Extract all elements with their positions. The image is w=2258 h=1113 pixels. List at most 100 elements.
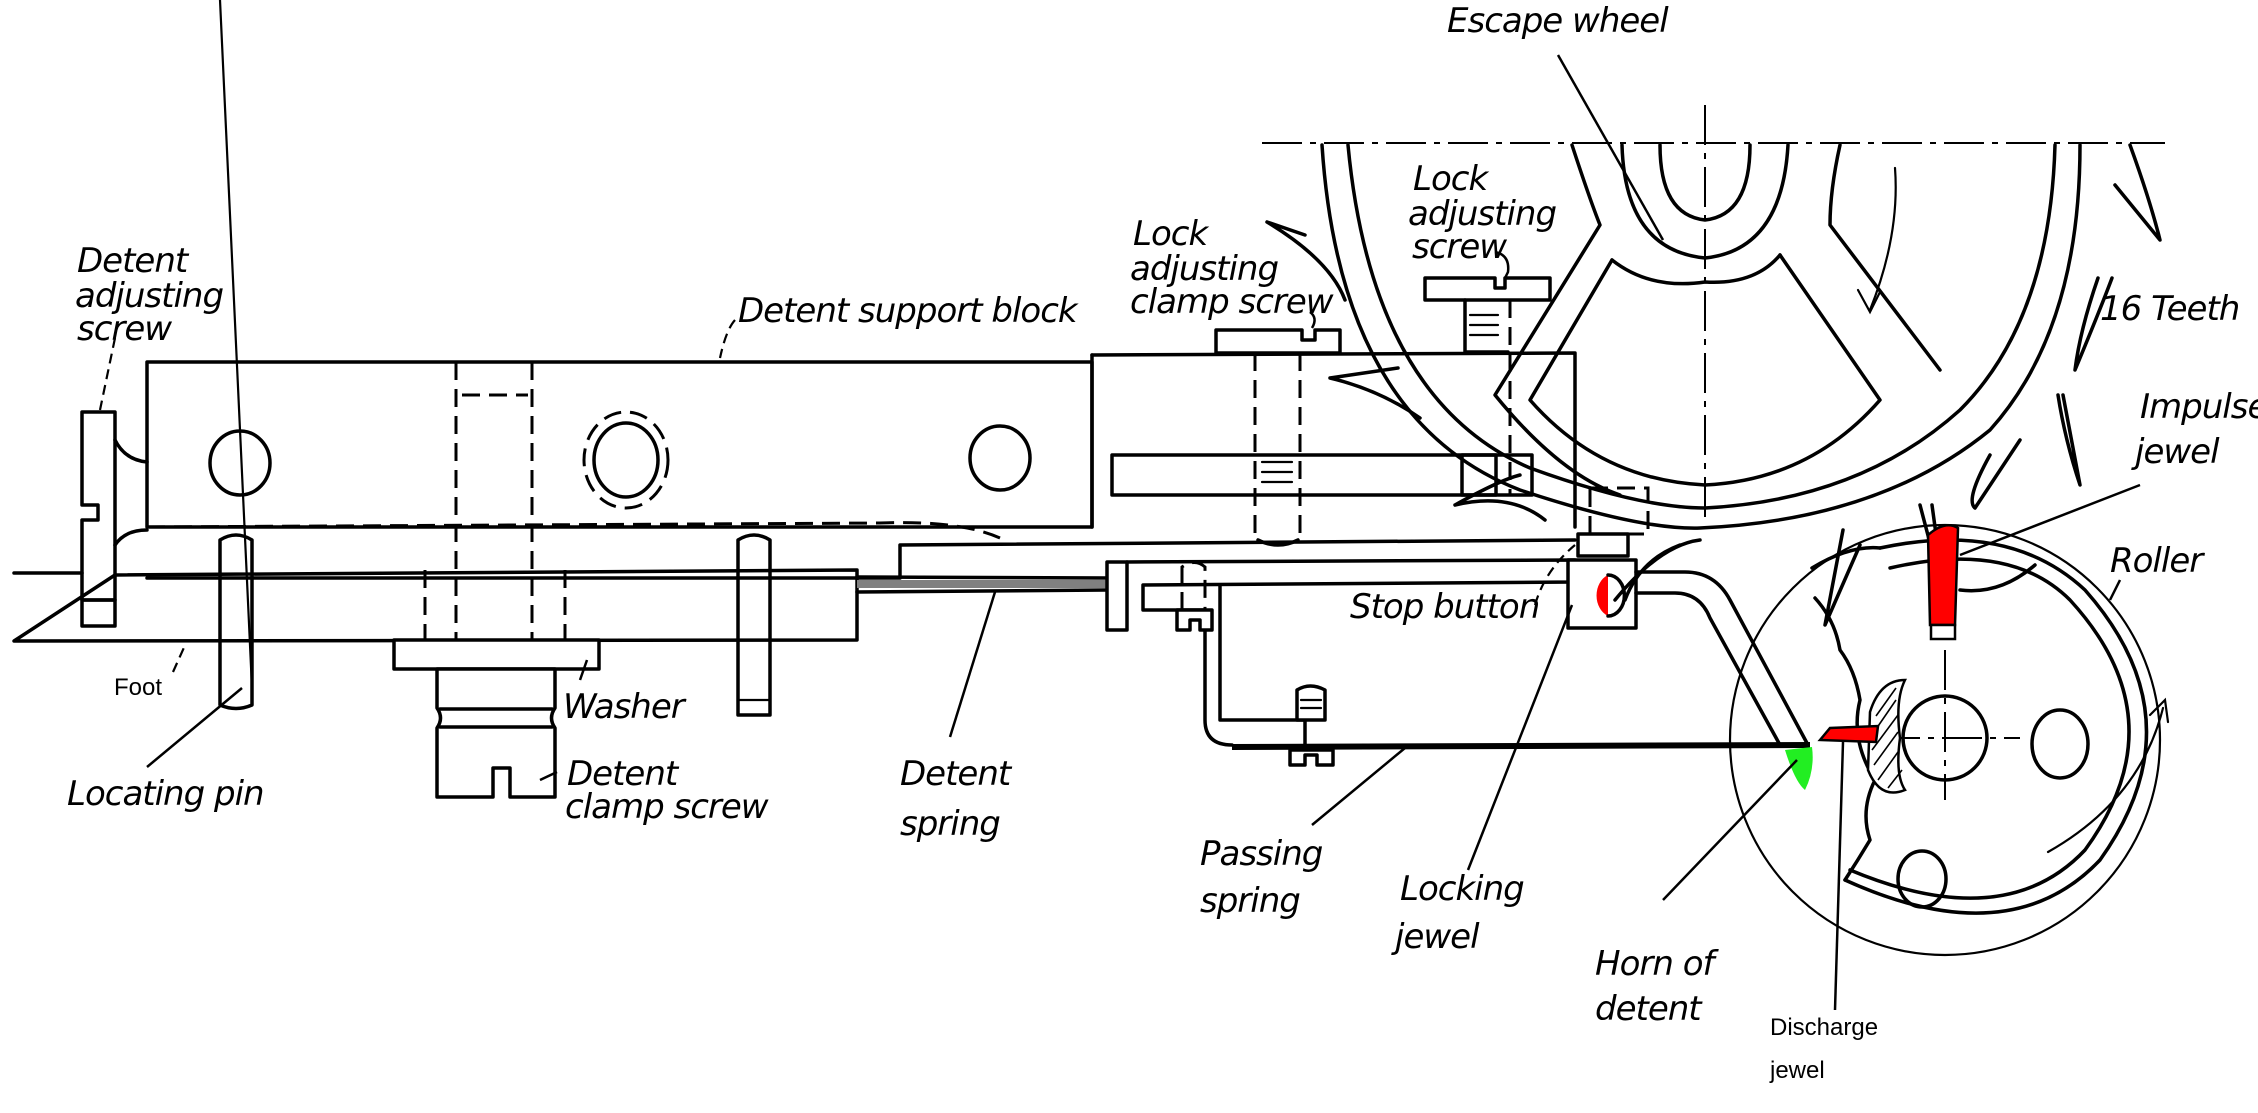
roller-rim-outer (1843, 538, 2149, 915)
label-detent-spring-1: Detent (900, 754, 1013, 794)
lock-screw-tip (1460, 453, 1498, 497)
label-impulse-jewel-2: jewel (2131, 432, 2220, 472)
wheel-rotation-arrow (1868, 166, 1897, 312)
leader-lock-adjusting-clamp-screw (1309, 311, 1316, 329)
detent-adjusting-screw-head (80, 410, 117, 602)
label-lock-adjusting-clamp-screw-2: adjusting (1130, 249, 1278, 289)
detent-body-outline (1125, 558, 1577, 747)
roller-hatched-section (1866, 678, 1908, 794)
wheel-rim-outer (1320, 143, 2082, 530)
label-locating-pin: Locating pin (67, 774, 264, 814)
label-lock-adjusting-screw-2: adjusting (1408, 194, 1556, 234)
block-hole (968, 424, 1032, 492)
wheel-hub-inner (1658, 143, 1752, 222)
roller (1728, 523, 2170, 957)
passing-spring-blade (1231, 742, 1811, 750)
leader-washer (578, 659, 589, 681)
label-escape-wheel: Escape wheel (1447, 1, 1669, 41)
label-detent-spring-2: spring (900, 804, 1000, 844)
leader-discharge-jewel (1833, 741, 1845, 1011)
detent-body-screw-hidden (1180, 561, 1207, 610)
label-lock-adjusting-screw-3: screw (1412, 227, 1507, 267)
leader-detent-adjusting-screw (98, 337, 117, 411)
leader-locating-pin (146, 687, 243, 768)
label-passing-spring-1: Passing (1200, 834, 1323, 874)
lock-adjusting-screw-head (1423, 276, 1552, 302)
stop-button (1576, 532, 1630, 558)
leader-detent-support-block (718, 319, 736, 359)
leader-locking-jewel (1466, 604, 1574, 871)
label-horn-of-detent-1: Horn of (1595, 944, 1720, 984)
roller-rotation-arrowhead-icon (2148, 697, 2170, 724)
passing-spring-screw-nut (1288, 748, 1335, 767)
label-lock-adjusting-clamp-screw-1: Lock (1133, 214, 1209, 254)
label-roller: Roller (2110, 541, 2205, 581)
wheel-rotation-arrowhead-icon (1856, 288, 1882, 315)
wheel-tooth (1265, 220, 1347, 302)
support-block-hidden-edge (146, 521, 1001, 540)
detent-spring-blade (857, 580, 1107, 588)
foot (12, 0, 859, 799)
leader-horn-of-detent (1662, 759, 1798, 901)
detent-clamp-screw (435, 667, 557, 799)
roller-crescent-edge (1810, 545, 1882, 570)
detent-adjusting-screw (80, 410, 149, 628)
leader-escape-wheel (1556, 54, 1665, 241)
label-locking-jewel-1: Locking (1400, 869, 1524, 909)
lock-adjusting-clamp-screw-head (1214, 328, 1342, 355)
label-detent-clamp-screw-1: Detent (567, 754, 680, 794)
impulse-jewel (1926, 523, 1960, 627)
detent-spring-edges (855, 575, 1109, 594)
detent-support-block (145, 276, 1577, 660)
label-lock-adjusting-screw-1: Lock (1413, 159, 1489, 199)
horn-of-detent (1785, 747, 1813, 790)
wheel-spoke-right (1828, 143, 1942, 372)
leader-stop-button (1533, 544, 1576, 606)
adj-screw-neck (113, 528, 149, 547)
wheel-tooth (1823, 528, 1862, 627)
detent-body-screw (1175, 608, 1214, 632)
roller-hole (1896, 849, 1948, 909)
leader-passing-spring (1311, 747, 1406, 826)
label-discharge-jewel-1: Discharge (1770, 1014, 1878, 1041)
leader-impulse-jewel (1959, 483, 2141, 557)
stop-button-hidden (1588, 486, 1650, 536)
foot-body (12, 568, 859, 643)
adj-screw-tip (80, 598, 117, 628)
roller-crescent (1958, 563, 2037, 593)
label-detent-adjusting-screw-2: adjusting (75, 276, 223, 316)
label-teeth-count: 16 Teeth (2100, 289, 2239, 329)
locking-jewel-outline (1606, 573, 1627, 618)
detent-arm-upper (1634, 570, 1810, 747)
detent-body (855, 486, 1813, 790)
lock-screw-slot (1110, 453, 1534, 497)
wheel-tooth (2073, 276, 2114, 372)
label-washer: Washer (563, 687, 687, 727)
locating-pin (736, 533, 772, 717)
washer (392, 638, 601, 671)
wheel-spoke-arc (1610, 253, 1782, 286)
escape-wheel (1262, 105, 2165, 627)
wheel-hub-outer (1620, 143, 1790, 260)
label-foot: Foot (114, 674, 162, 701)
adj-screw-neck (113, 438, 149, 464)
wheel-tooth-locked-edge (1623, 543, 1682, 602)
label-impulse-jewel-1: Impulse (2140, 387, 2258, 427)
leader-lock-adjusting-screw (1494, 250, 1510, 279)
detent-block (1105, 560, 1129, 632)
impulse-jewel-pin-end (1929, 623, 1957, 641)
detent-body-inner (1218, 583, 1307, 747)
wheel-tooth (1453, 473, 1547, 522)
label-passing-spring-2: spring (1200, 881, 1300, 921)
wheel-rim-inner (1346, 143, 2057, 510)
block-hole-counterbore (592, 421, 660, 499)
label-locking-jewel-2: jewel (1391, 917, 1480, 957)
wheel-spoke-left (1493, 143, 1622, 497)
lock-screw-shank (1463, 298, 1510, 354)
label-horn-of-detent-2: detent (1595, 989, 1703, 1029)
leader-foot (171, 642, 188, 673)
wheel-tooth (2113, 143, 2162, 242)
wheel-tooth (1970, 438, 2022, 510)
wheel-tooth (2056, 393, 2082, 487)
